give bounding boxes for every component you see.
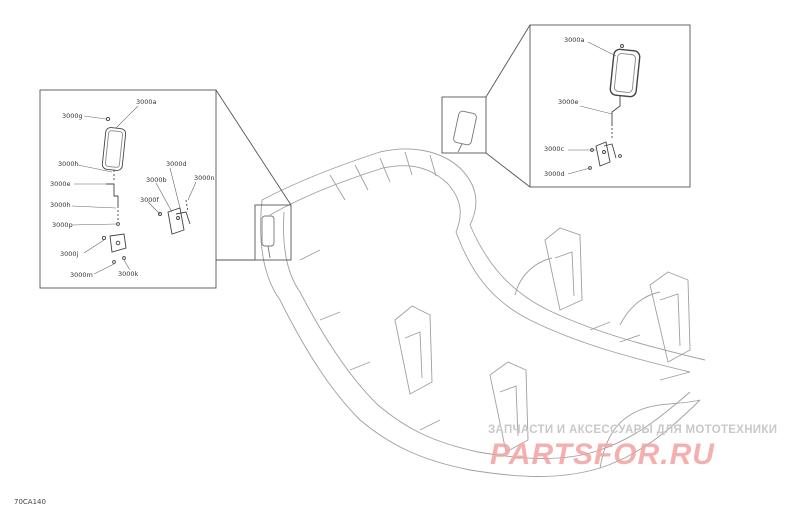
right-callouts: 3000a 3000e 3000c 3000d [544, 36, 585, 178]
callout-left-3000h-lower: 3000h [50, 201, 71, 209]
callout-right-3000e: 3000e [558, 98, 579, 106]
mount-bracket-left [109, 233, 127, 253]
left-callouts: 3000g 3000a 3000h 3000e 3000h 3000p 3000… [50, 98, 215, 279]
callout-left-3000d: 3000d [166, 160, 187, 168]
callout-left-3000n: 3000n [194, 174, 215, 182]
clamp-bracket-left [167, 207, 191, 235]
callout-right-3000a: 3000a [564, 36, 585, 44]
watermark-logo: PARTSFOR.RU [490, 438, 715, 471]
callout-left-3000b: 3000b [146, 176, 167, 184]
callout-right-3000c: 3000c [544, 145, 565, 153]
left-detail-parts [101, 116, 191, 264]
callout-left-3000f: 3000f [140, 196, 160, 204]
clamp-bracket-right [595, 141, 617, 167]
frame-mirror-left [261, 215, 275, 259]
callout-left-3000p: 3000p [52, 221, 73, 229]
watermark-tagline: ЗАПЧАСТИ И АКСЕССУАРЫ ДЛЯ МОТОТЕХНИКИ [488, 424, 778, 436]
right-detail-parts [588, 44, 641, 170]
diagram-code: 70CA140 [14, 498, 46, 506]
mirror-glass-left [101, 127, 127, 171]
chassis-frame [260, 148, 706, 477]
callout-left-3000g: 3000g [62, 112, 83, 120]
frame-mirror-right [453, 110, 477, 153]
zoom-box-right [441, 96, 487, 154]
callout-left-3000j: 3000j [60, 250, 79, 258]
zoom-box-left [254, 204, 292, 261]
callout-left-3000m: 3000m [70, 271, 93, 279]
callout-left-3000k: 3000k [118, 270, 139, 278]
detail-frames [39, 24, 691, 289]
callout-right-3000d: 3000d [544, 170, 565, 178]
detail-box-left [39, 89, 217, 289]
callout-left-3000e: 3000e [50, 180, 71, 188]
callout-left-3000h-upper: 3000h [58, 160, 79, 168]
left-leaders [71, 105, 197, 275]
callout-left-3000a: 3000a [136, 98, 157, 106]
detail-box-right [529, 24, 691, 188]
right-leaders [567, 41, 617, 175]
mirror-glass-right [609, 48, 641, 98]
